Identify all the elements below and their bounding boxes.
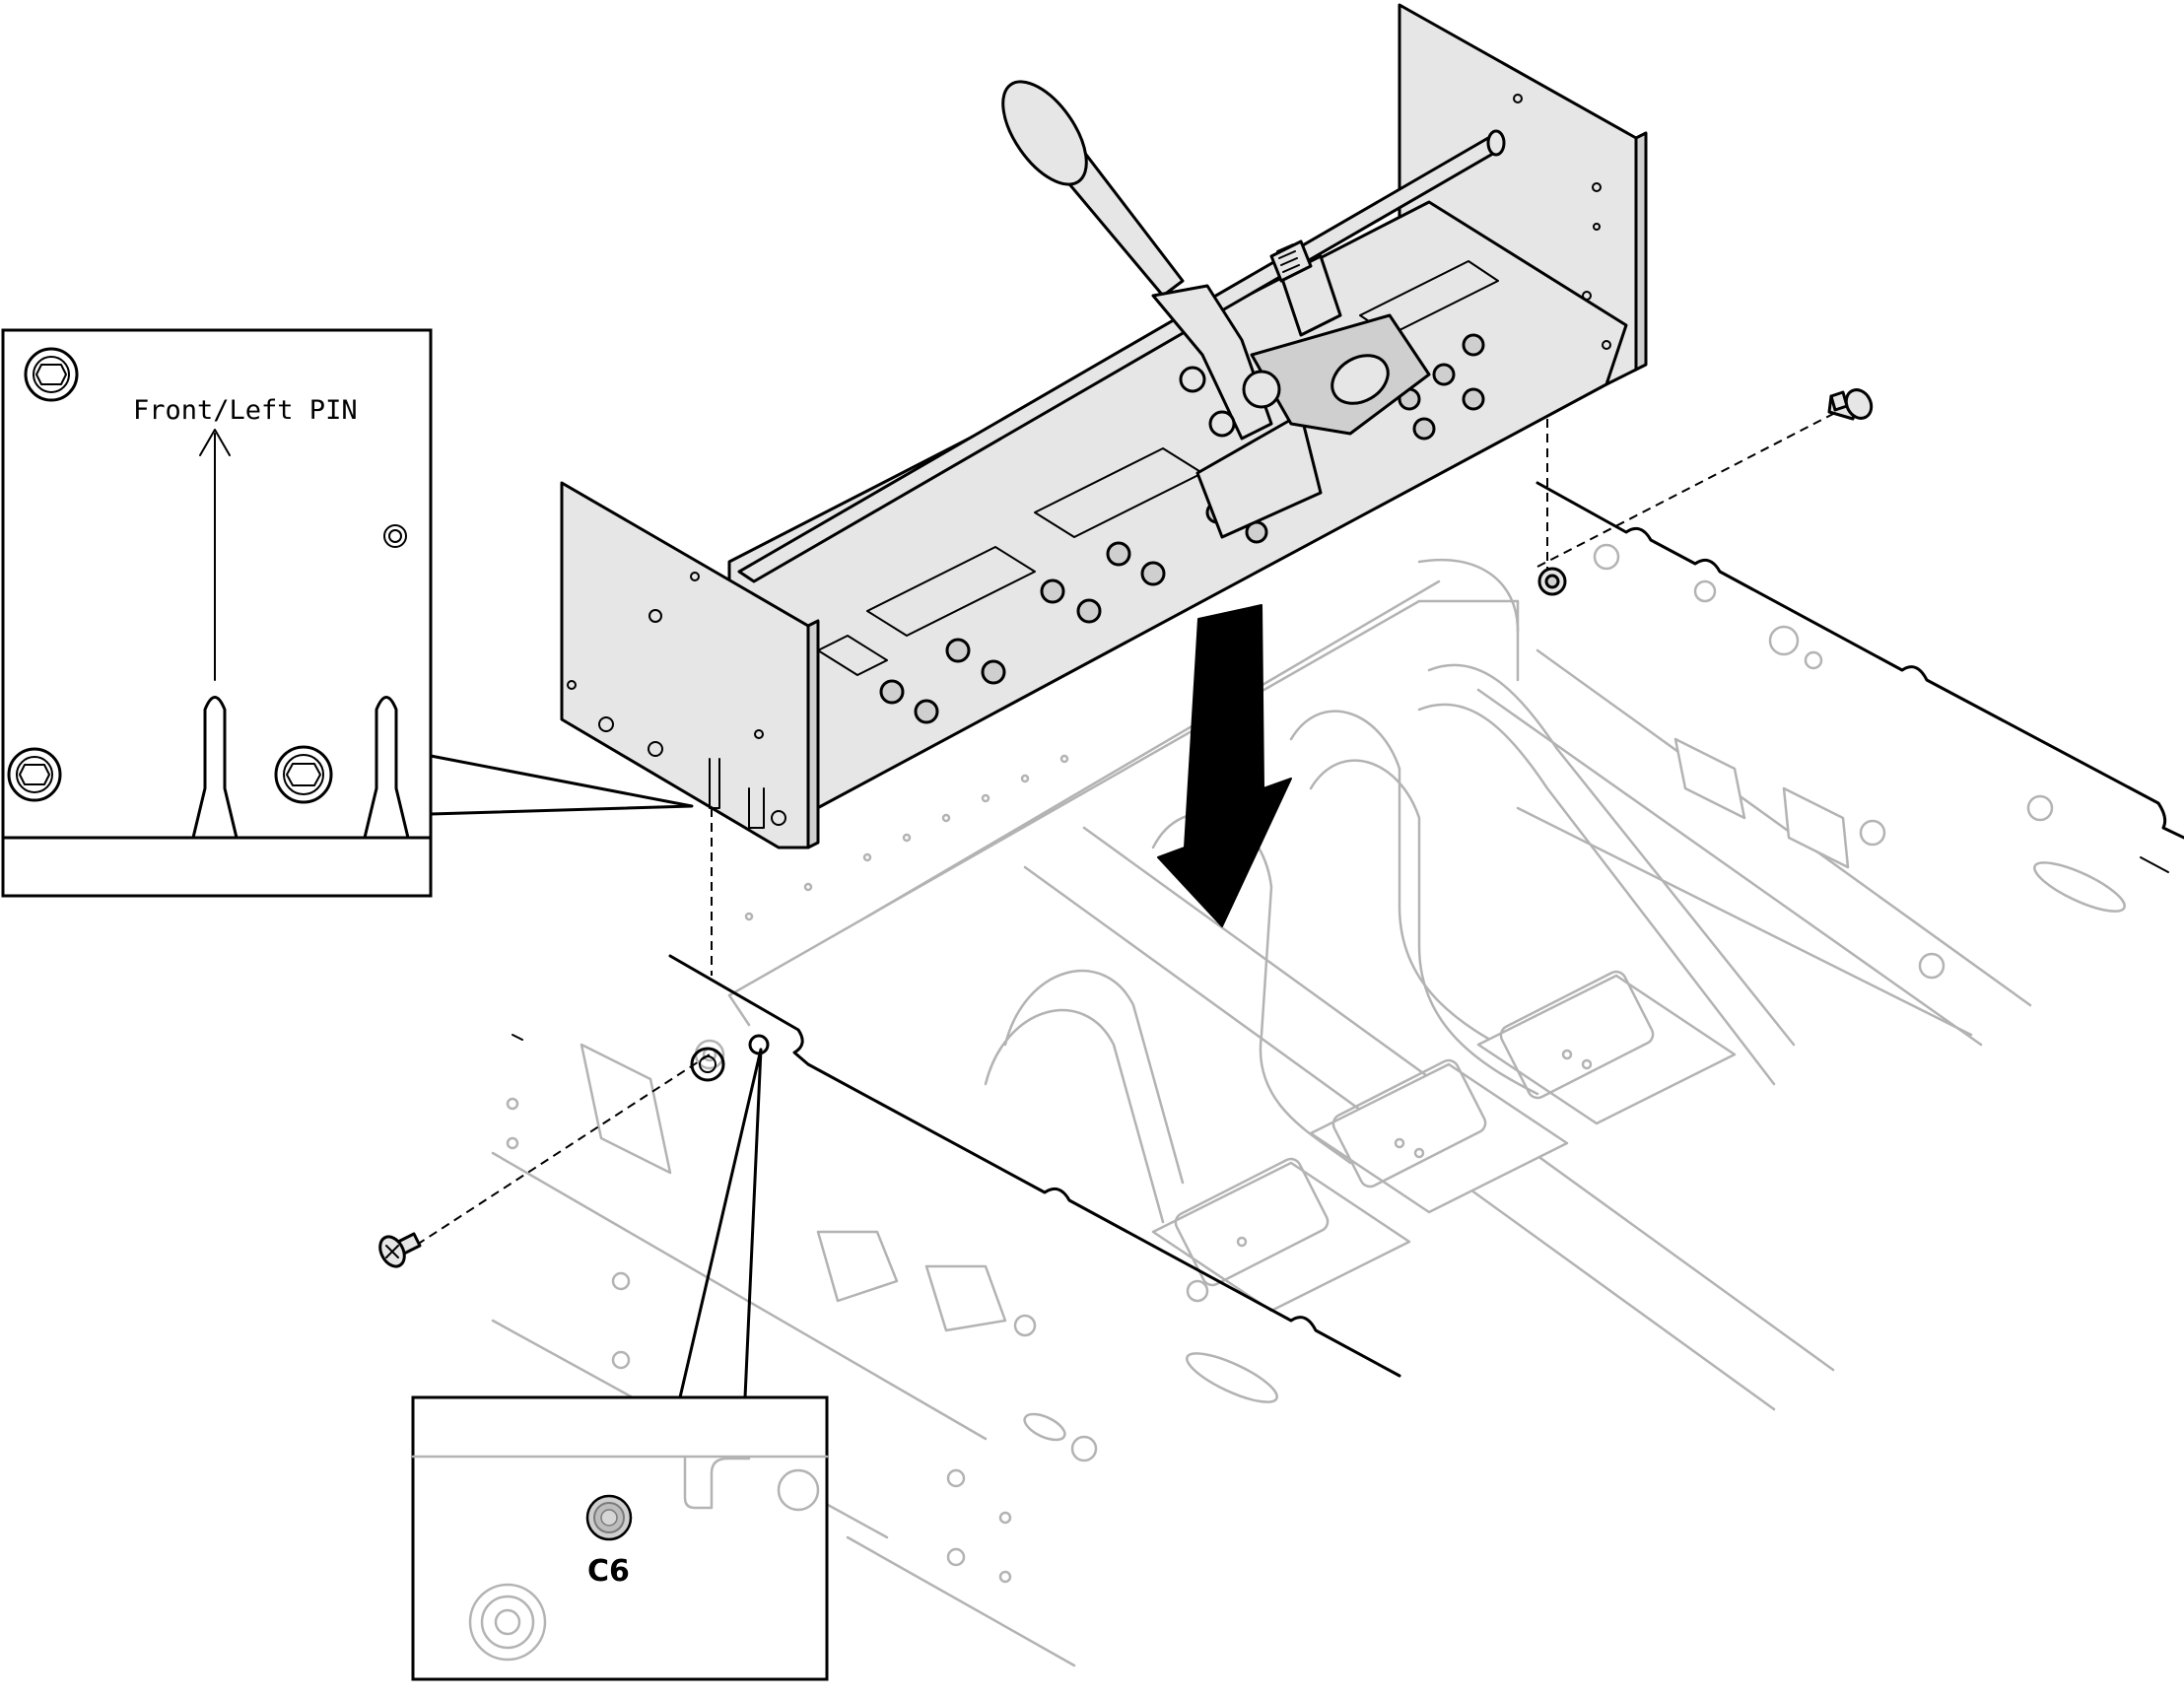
fixture-tool [560,3,1648,849]
pin-label: Front/Left PIN [133,395,358,426]
screw-callout: C6 [411,1048,829,1681]
pin-callout-box [1,328,433,898]
pin-callout: Front/Left PIN [1,328,694,898]
chassis-ghost [727,558,2032,1411]
screw-icon [1827,388,1874,421]
chassis-side-wall-left [491,954,1401,1667]
screw-icon [378,1232,422,1268]
alignment-guides [416,413,1834,1246]
chassis-side-wall-right [1516,481,2184,1037]
screw-callout-box [411,1395,829,1681]
toggle-clamp [1001,80,1431,539]
down-arrow-icon [1157,604,1292,927]
screw-label: C6 [587,1554,630,1589]
standoff-right [1537,567,1567,596]
